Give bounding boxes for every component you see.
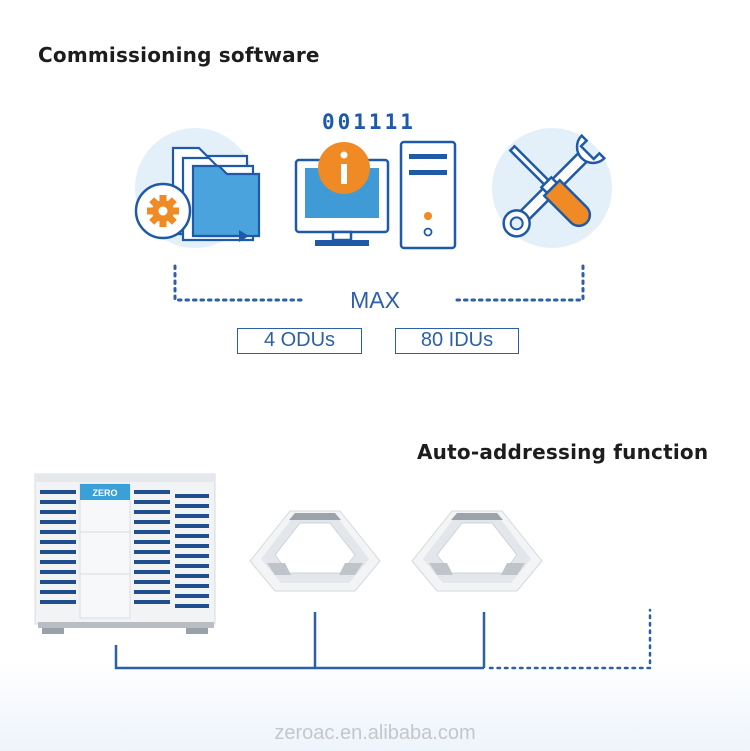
indoor-cassette-unit-1	[249, 510, 381, 592]
computer-info-icon	[294, 140, 457, 250]
max-bracket-lines	[173, 264, 585, 302]
folder-gear-icon	[134, 128, 261, 248]
watermark: zeroac.en.alibaba.com	[274, 722, 476, 744]
outdoor-unit-brand: ZERO	[92, 488, 117, 498]
tools-icon	[492, 128, 612, 248]
commissioning-software-heading: Commissioning software	[38, 43, 320, 67]
odu-count-box: 4 ODUs	[237, 328, 362, 354]
binary-text: 001111	[322, 110, 416, 134]
indoor-cassette-unit-2	[411, 510, 543, 592]
auto-addressing-heading: Auto-addressing function	[417, 440, 709, 464]
max-label: MAX	[350, 287, 400, 313]
outdoor-unit-image: ZERO	[34, 473, 216, 634]
connection-wiring	[114, 608, 652, 670]
idu-count-box: 80 IDUs	[395, 328, 519, 354]
bottom-glow	[0, 660, 750, 751]
